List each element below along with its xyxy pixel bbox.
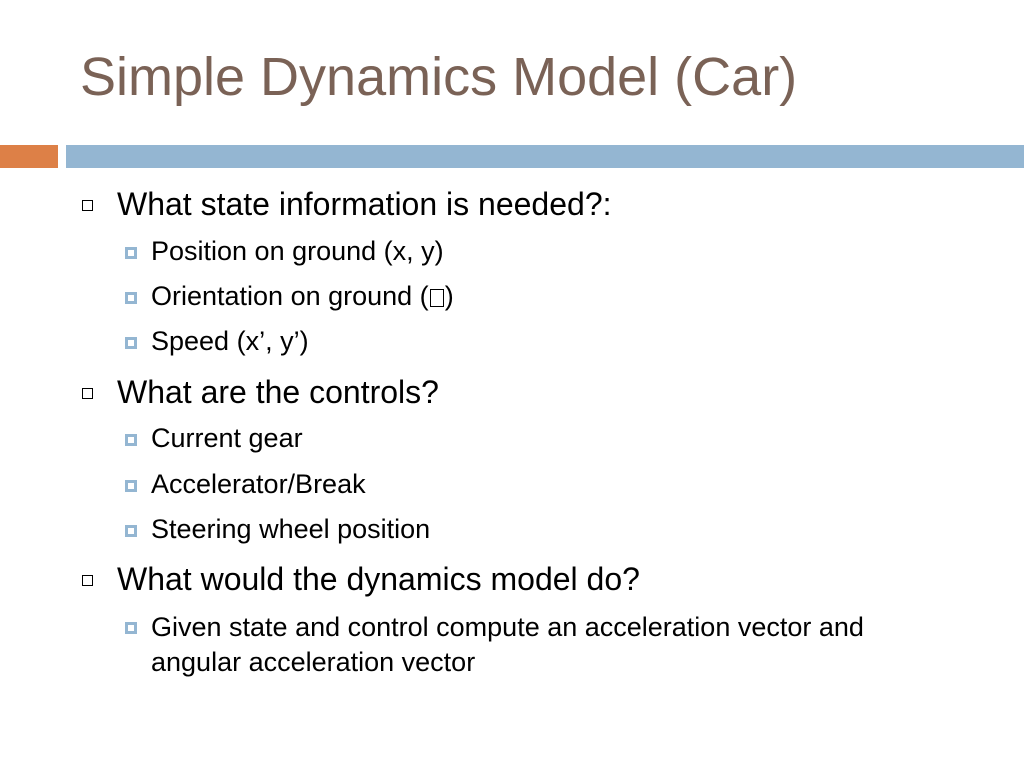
list-item: Given state and control compute an accel…: [151, 612, 864, 677]
filled-square-bullet-icon: [125, 434, 137, 446]
section-heading-state: What state information is needed?:: [117, 186, 612, 222]
section-heading-dynamics: What would the dynamics model do?: [117, 561, 640, 597]
filled-square-bullet-icon: [125, 622, 137, 634]
filled-square-bullet-icon: [125, 247, 137, 259]
section-heading-controls: What are the controls?: [117, 374, 439, 410]
title-accent-bar: [0, 145, 58, 168]
list-item: Accelerator/Break: [151, 469, 366, 499]
filled-square-bullet-icon: [125, 292, 137, 304]
hollow-square-bullet-icon: [82, 200, 93, 211]
hollow-square-bullet-icon: [82, 575, 93, 586]
filled-square-bullet-icon: [125, 525, 137, 537]
filled-square-bullet-icon: [125, 337, 137, 349]
list-item-text: Orientation on ground (: [151, 281, 429, 311]
title-divider-bar: [66, 145, 1024, 168]
list-item-text: ): [444, 281, 454, 311]
list-item: Position on ground (x, y): [151, 236, 444, 266]
list-item: Current gear: [151, 423, 303, 453]
list-item: Steering wheel position: [151, 514, 431, 544]
missing-glyph-icon: [429, 289, 444, 307]
list-item: Speed (x’, y’): [151, 326, 309, 356]
slide-title: Simple Dynamics Model (Car): [80, 47, 798, 107]
hollow-square-bullet-icon: [82, 388, 93, 399]
filled-square-bullet-icon: [125, 480, 137, 492]
list-item: Orientation on ground (): [151, 283, 454, 310]
